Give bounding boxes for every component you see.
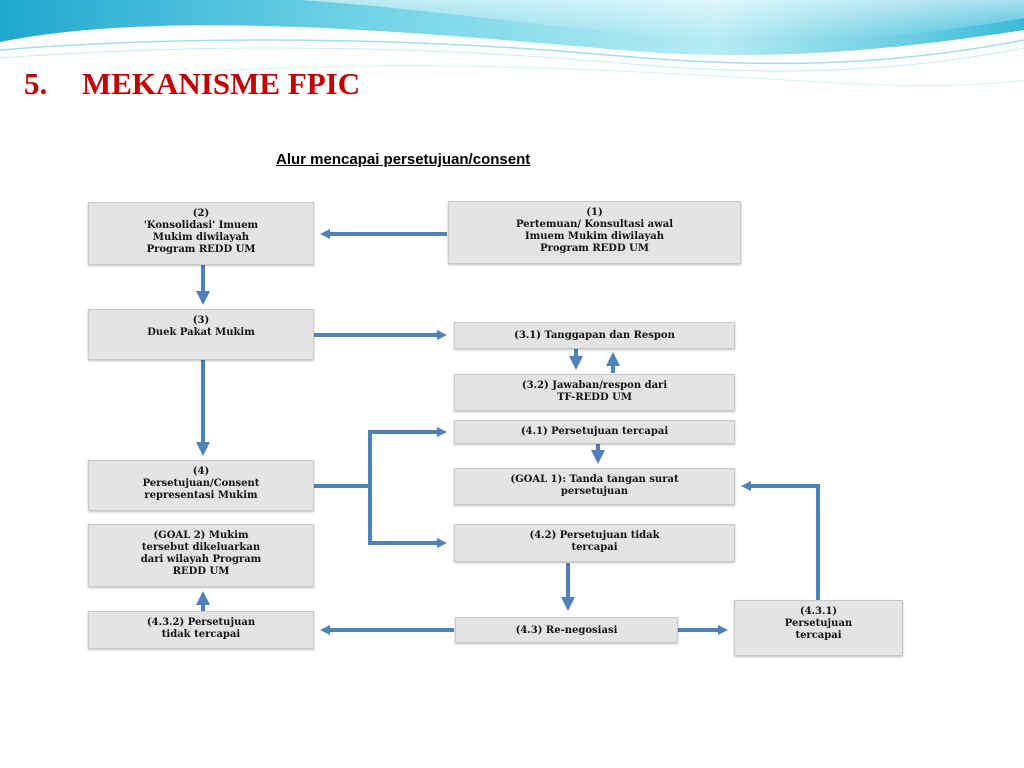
node-goal-1-sign-agreement: (GOAL 1): Tanda tangan surat persetujuan bbox=[454, 468, 735, 505]
node-3-1-response: (3.1) Tanggapan dan Respon bbox=[454, 322, 735, 349]
node-3-duek-pakat: (3) Duek Pakat Mukim bbox=[88, 309, 314, 360]
node-4-3-renegotiation: (4.3) Re-negosiasi bbox=[455, 617, 678, 643]
slide-title-text: MEKANISME FPIC bbox=[82, 66, 361, 101]
slide-number: 5. bbox=[24, 66, 48, 101]
node-goal-2-mukim-excluded: (GOAL 2) Mukim tersebut dikeluarkan dari… bbox=[88, 524, 314, 587]
diagram-title: Alur mencapai persetujuan/consent bbox=[276, 151, 531, 168]
node-4-1-agreement-reached: (4.1) Persetujuan tercapai bbox=[454, 420, 735, 444]
slide-title: 5. MEKANISME FPIC bbox=[24, 66, 360, 102]
node-4-consent: (4) Persetujuan/Consent representasi Muk… bbox=[88, 460, 314, 511]
node-1-initial-consultation: (1) Pertemuan/ Konsultasi awal Imuem Muk… bbox=[448, 201, 741, 264]
arrow-431-to-goal1 bbox=[741, 481, 820, 600]
node-3-2-answer: (3.2) Jawaban/respon dari TF-REDD UM bbox=[454, 374, 735, 411]
arrow-4-to-42 bbox=[368, 486, 447, 548]
arrow-4-to-41 bbox=[368, 427, 447, 486]
node-4-3-1-agreement-reached: (4.3.1) Persetujuan tercapai bbox=[734, 600, 903, 656]
node-4-3-2-agreement-not-reached: (4.3.2) Persetujuan tidak tercapai bbox=[88, 611, 314, 649]
node-2-consolidation: (2) 'Konsolidasi' Imuem Mukim diwilayah … bbox=[88, 202, 314, 265]
header-wave-decoration bbox=[0, 0, 1024, 87]
node-4-2-agreement-not-reached: (4.2) Persetujuan tidak tercapai bbox=[454, 524, 735, 562]
